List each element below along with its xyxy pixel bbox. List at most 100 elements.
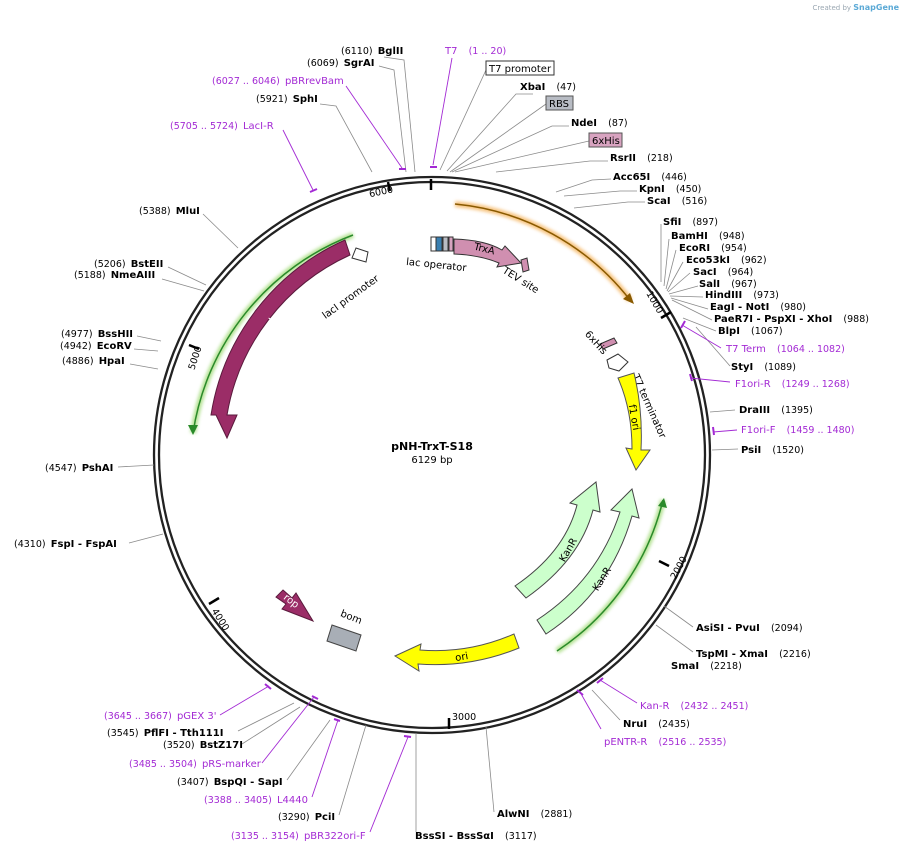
- leader-eagi: [670, 297, 709, 310]
- site-nrui[interactable]: NruI (2435): [623, 712, 690, 731]
- primer-leader-lines: [219, 57, 738, 833]
- leader-xbai: [446, 93, 533, 172]
- site-xbai[interactable]: XbaI (47): [520, 75, 576, 94]
- site-scai[interactable]: ScaI (516): [647, 189, 707, 208]
- orf-trxa-line: [454, 203, 631, 301]
- site-saci[interactable]: SacI (964): [693, 260, 753, 279]
- feature-t7-promoter-box[interactable]: [430, 236, 437, 252]
- site-ecori[interactable]: EcoRI (954): [679, 236, 747, 255]
- site-sgrai[interactable]: (6069) SgrAI: [307, 51, 374, 70]
- site-pcii[interactable]: (3290) PciI: [278, 805, 335, 824]
- callout-his[interactable]: [588, 132, 623, 148]
- leader-primer-pentr-r: [579, 691, 602, 730]
- site-eagi-noti[interactable]: EagI - NotI (980): [710, 295, 806, 314]
- feature-f1-ori[interactable]: [617, 372, 651, 472]
- feature-bom[interactable]: [326, 624, 362, 652]
- site-tspmi-xmai[interactable]: TspMI - XmaI (2216): [696, 642, 811, 661]
- primer-pgex3[interactable]: (3645 .. 3667) pGEX 3': [104, 704, 217, 723]
- leader-alwni: [485, 726, 495, 813]
- feature-ori-label: ori: [454, 651, 469, 664]
- site-alwni[interactable]: AlwNI (2881): [497, 802, 572, 821]
- site-styi[interactable]: StyI (1089): [731, 355, 796, 374]
- site-bspqi-sapi[interactable]: (3407) BspQI - SapI: [177, 770, 283, 789]
- leader-psii: [711, 448, 739, 451]
- site-bstz17i[interactable]: (3520) BstZ17I: [163, 733, 243, 752]
- site-nmeaiii[interactable]: (5188) NmeAIII: [74, 263, 155, 282]
- site-sphi[interactable]: (5921) SphI: [256, 87, 318, 106]
- site-kpni[interactable]: KpnI (450): [639, 177, 701, 196]
- primer-t7term[interactable]: T7 Term (1064 .. 1082): [725, 337, 845, 356]
- site-acc65i[interactable]: Acc65I (446): [613, 165, 687, 184]
- primer-t7[interactable]: T7 (1 .. 20): [444, 39, 506, 58]
- site-mlui[interactable]: (5388) MluI: [139, 199, 200, 218]
- feature-bom-label: bom: [339, 608, 364, 627]
- site-asisi-pvui[interactable]: AsiSI - PvuI (2094): [696, 616, 803, 635]
- site-blpi[interactable]: BlpI (1067): [718, 319, 783, 338]
- leader-sali: [668, 285, 699, 295]
- feature-kanr-1[interactable]: [514, 481, 601, 599]
- feature-tev-site[interactable]: [520, 257, 530, 273]
- feature-kanr-2[interactable]: [536, 488, 640, 635]
- site-paer7i-pspxi-xhoi[interactable]: PaeR7I - PspXI - XhoI (988): [714, 307, 869, 326]
- site-sali[interactable]: SalI (967): [699, 272, 757, 291]
- feature-laci-promoter[interactable]: [351, 247, 369, 263]
- feature-lac-operator[interactable]: [435, 236, 443, 252]
- site-fspi[interactable]: (4310) FspI - FspAI: [14, 532, 117, 551]
- leader-sphi: [319, 103, 373, 173]
- site-ecorv[interactable]: (4942) EcoRV: [60, 334, 132, 353]
- primer-mark-laci-r: [309, 188, 318, 193]
- site-sfii[interactable]: SfiI (897): [663, 210, 718, 229]
- tick-label-4000: 4000: [209, 607, 231, 633]
- primer-prs-marker[interactable]: (3485 .. 3504) pRS-marker: [129, 752, 262, 771]
- feature-his-box[interactable]: [448, 236, 454, 252]
- site-psii[interactable]: PsiI (1520): [741, 438, 804, 457]
- primer-kan-r[interactable]: Kan-R (2432 .. 2451): [640, 694, 748, 713]
- site-bglii[interactable]: (6110) BglII: [341, 39, 403, 58]
- site-draiii[interactable]: DraIII (1395): [739, 398, 813, 417]
- leader-styi: [695, 326, 731, 367]
- leader-ndei: [451, 125, 569, 173]
- site-pshai[interactable]: (4547) PshAI: [45, 456, 113, 475]
- leader-primer-t7: [432, 57, 453, 166]
- primer-pentr-r[interactable]: pENTR-R (2516 .. 2535): [604, 730, 726, 749]
- site-smai[interactable]: SmaI (2218): [671, 654, 742, 673]
- tick-label-5000: 5000: [187, 345, 205, 371]
- leader-pshai: [117, 464, 155, 468]
- site-bsteii[interactable]: (5206) BstEII: [94, 252, 163, 271]
- site-rsrii[interactable]: RsrII (218): [610, 146, 673, 165]
- site-hpai[interactable]: (4886) HpaI: [62, 349, 125, 368]
- feature-t7-terminator[interactable]: [606, 353, 629, 372]
- callout-t7-promoter[interactable]: [485, 60, 555, 76]
- callout-rbs[interactable]: [545, 95, 574, 111]
- primer-l4440[interactable]: (3388 .. 3405) L4440: [204, 788, 308, 807]
- feature-rbs-box[interactable]: [442, 236, 449, 252]
- site-ndei[interactable]: NdeI (87): [571, 111, 628, 130]
- site-bamhi[interactable]: BamHI (948): [671, 224, 745, 243]
- primer-labels: T7 (1 .. 20) (6027 .. 6046) pBRrevBam (5…: [104, 39, 854, 843]
- leader-ecorv: [133, 348, 159, 352]
- primer-f1ori-f[interactable]: F1ori-F (1459 .. 1480): [741, 418, 854, 437]
- leader-scai: [573, 201, 645, 209]
- site-hindiii[interactable]: HindIII (973): [705, 283, 779, 302]
- site-bsssi[interactable]: BssSI - BssSαI (3117): [415, 824, 537, 843]
- feature-ori[interactable]: [393, 633, 520, 672]
- primer-pbrrevbam[interactable]: (6027 .. 6046) pBRrevBam: [212, 69, 344, 88]
- feature-laci[interactable]: [210, 239, 351, 440]
- site-pflfi-tth111i[interactable]: (3545) PflFI - Tth111I: [107, 721, 223, 740]
- site-bsshii[interactable]: (4977) BssHII: [61, 322, 133, 341]
- primer-f1ori-r[interactable]: F1ori-R (1249 .. 1268): [735, 372, 850, 391]
- site-labels: (6110) BglII (6069) SgrAI (5921) SphI (5…: [14, 39, 869, 843]
- orf-kanr-arrowhead: [658, 498, 667, 508]
- feature-his-tag[interactable]: [599, 337, 618, 350]
- leader-primer-f1ori-r: [689, 377, 731, 383]
- primer-laci-r[interactable]: (5705 .. 5724) LacI-R: [170, 114, 274, 133]
- site-eco53ki[interactable]: Eco53kI (962): [686, 248, 767, 267]
- callout-rbs-label: RBS: [549, 99, 569, 110]
- feature-rop[interactable]: [275, 589, 315, 622]
- callout-t7-promoter-label: T7 promoter: [488, 64, 552, 75]
- callout-his-label: 6xHis: [592, 136, 620, 147]
- leader-bamhi: [663, 238, 670, 287]
- primer-pbr322ori-f[interactable]: (3135 .. 3154) pBR322ori-F: [231, 824, 366, 843]
- primer-mark-pentr-r: [576, 689, 584, 696]
- feature-trxa[interactable]: [453, 238, 523, 268]
